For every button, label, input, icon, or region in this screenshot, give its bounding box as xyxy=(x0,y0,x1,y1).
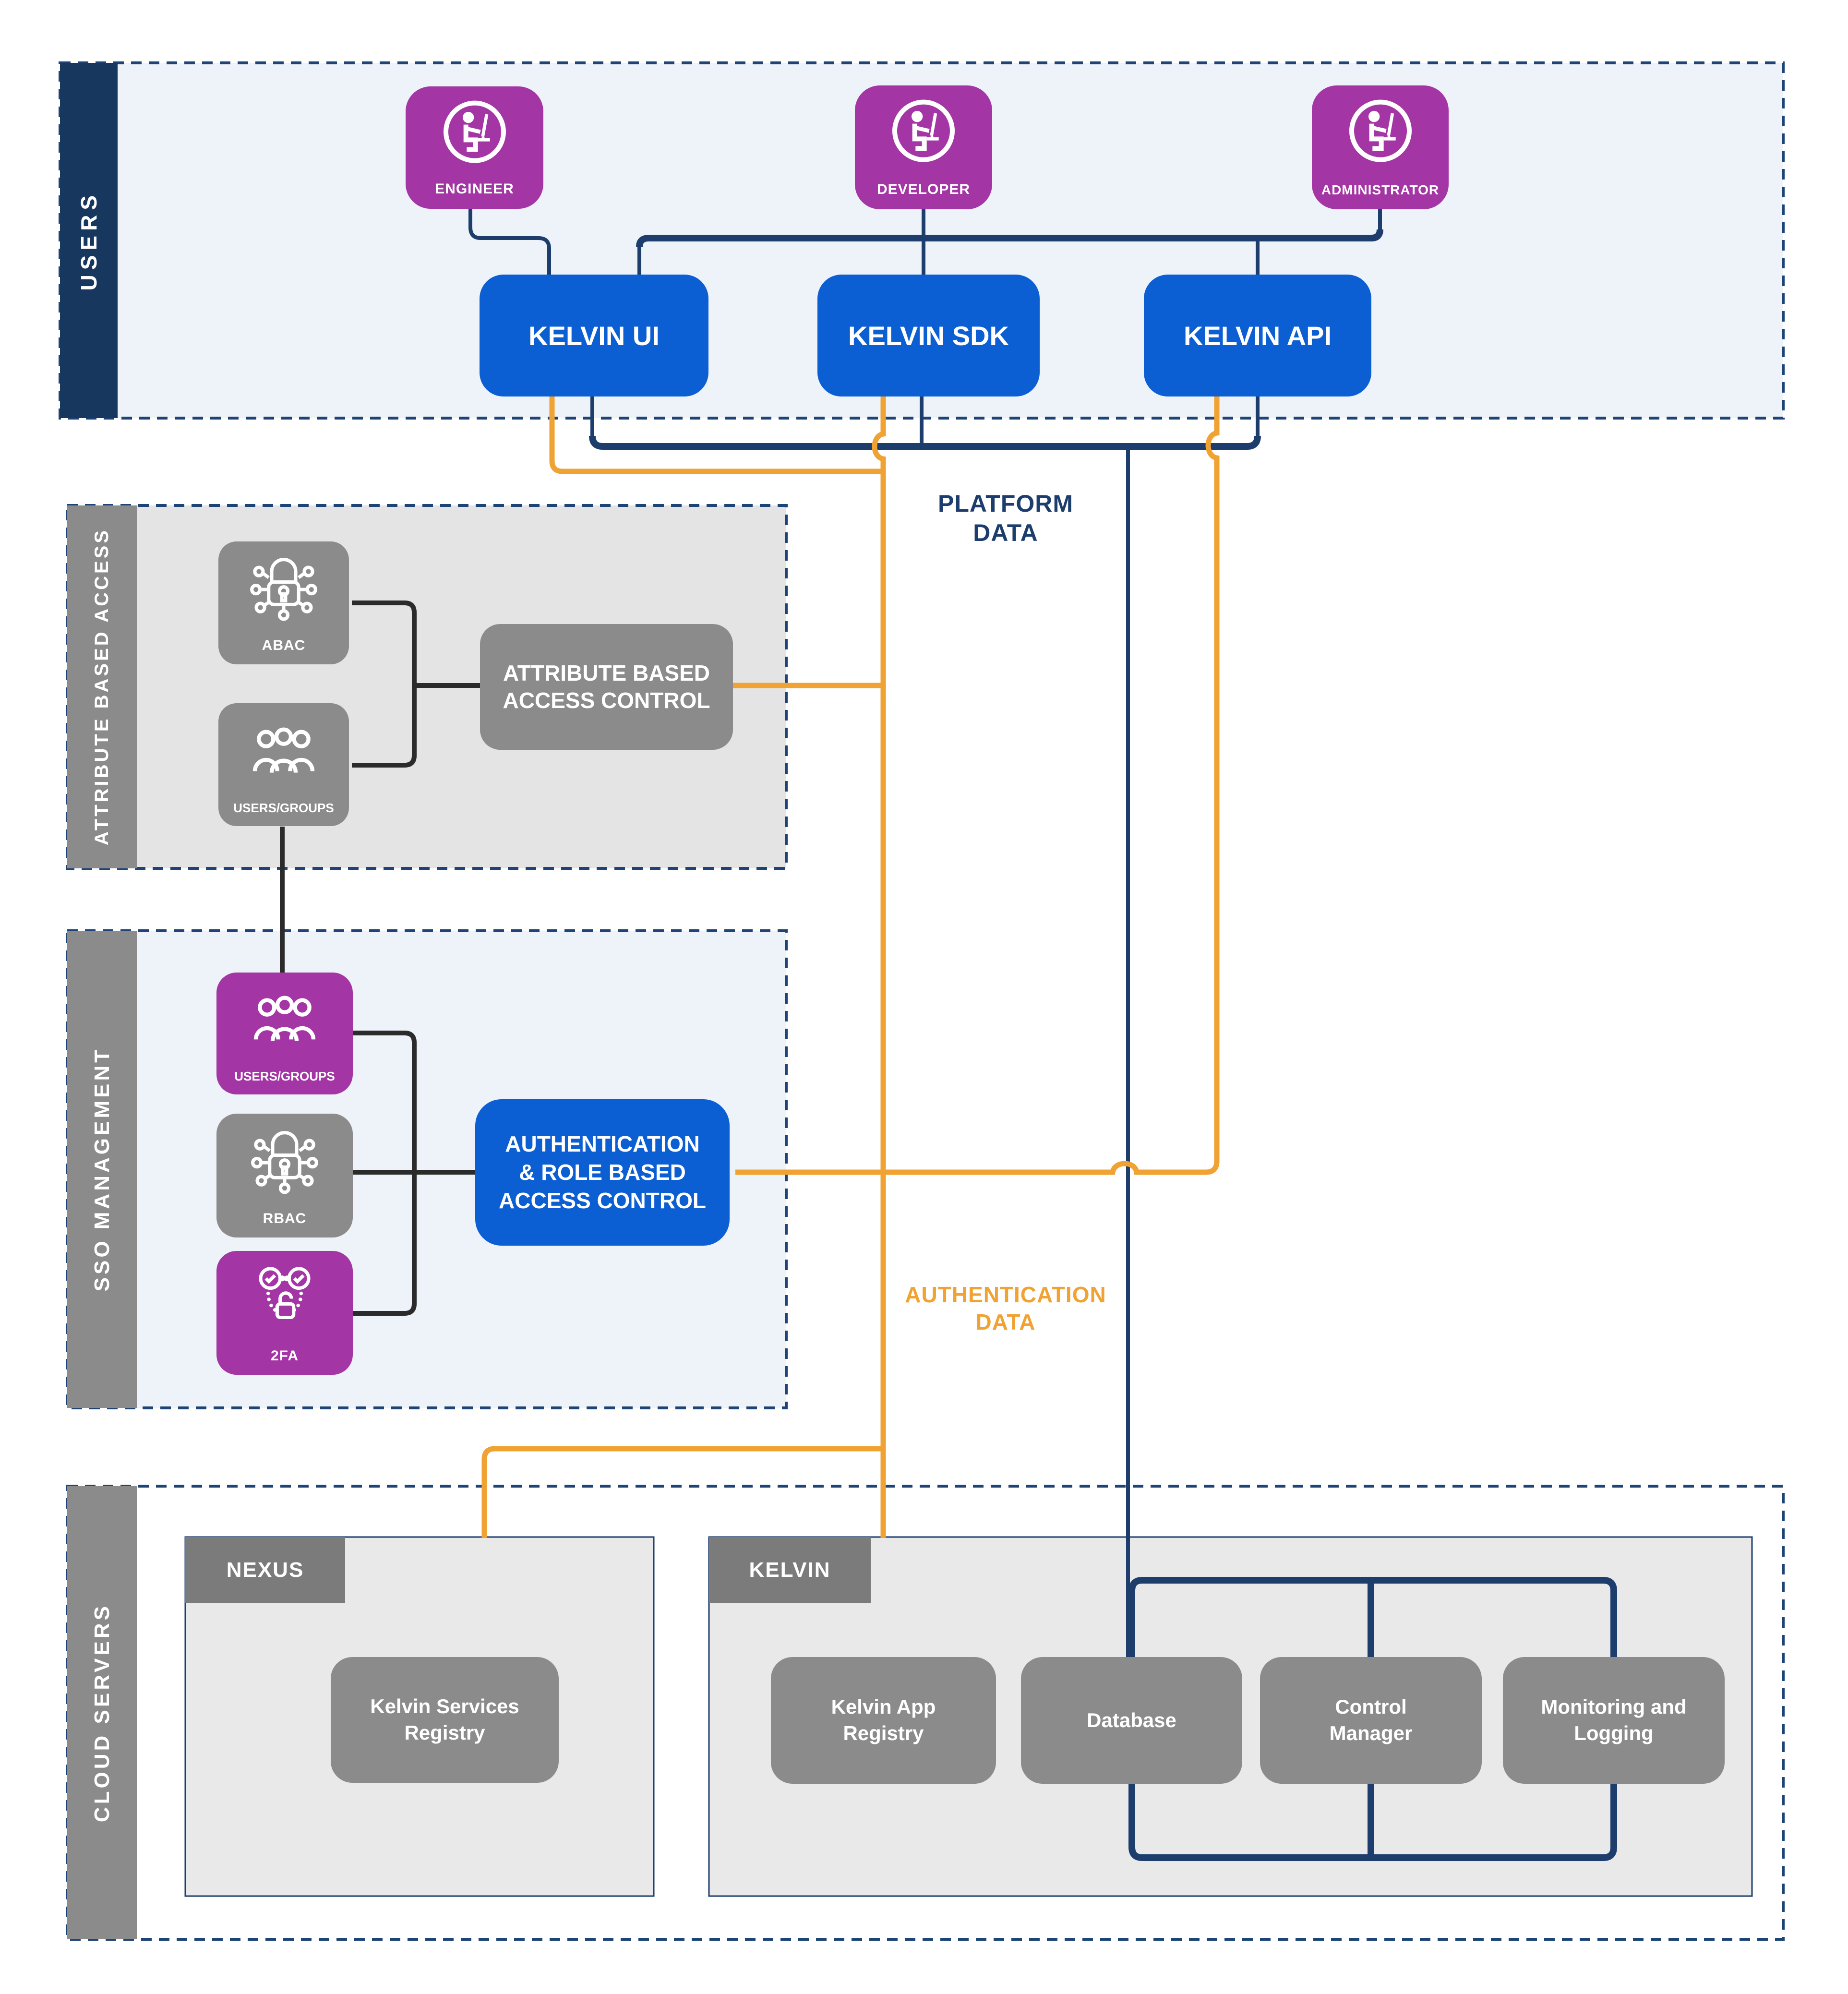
people-group-icon xyxy=(218,726,349,784)
kelvin-api-label: KELVIN API xyxy=(1183,320,1332,351)
abac-label: ABAC xyxy=(262,637,306,653)
control-manager-box: Control Manager xyxy=(1260,1657,1482,1784)
kelvin-tab: KELVIN xyxy=(709,1537,871,1603)
nexus-tab: NEXUS xyxy=(185,1537,345,1603)
persona-engineer: ENGINEER xyxy=(406,86,543,209)
control-manager-label: Control Manager xyxy=(1329,1695,1413,1744)
attribute-based-access-control-box: ATTRIBUTE BASED ACCESS CONTROL xyxy=(480,624,733,750)
kelvin-ui-label: KELVIN UI xyxy=(528,320,660,351)
sidebar-attribute-based-access: ATTRIBUTE BASED ACCESS xyxy=(67,505,137,868)
monitoring-logging-box: Monitoring and Logging xyxy=(1503,1657,1725,1784)
kelvin-tab-label: KELVIN xyxy=(749,1558,831,1582)
abac-node: ABAC xyxy=(218,541,349,664)
rbac-label: RBAC xyxy=(263,1211,307,1226)
people-group-icon xyxy=(216,995,353,1052)
two-factor-node: 2FA xyxy=(216,1251,353,1375)
kelvin-sdk-label: KELVIN SDK xyxy=(848,320,1009,351)
platform-data-text: PLATFORM DATA xyxy=(937,490,1074,546)
monitoring-logging-label: Monitoring and Logging xyxy=(1541,1695,1687,1744)
authentication-rbac-label: AUTHENTICATION & ROLE BASED ACCESS CONTR… xyxy=(499,1131,706,1213)
kelvin-api-box: KELVIN API xyxy=(1144,275,1371,396)
attribute-based-access-control-label: ATTRIBUTE BASED ACCESS CONTROL xyxy=(503,660,710,713)
two-factor-icon xyxy=(216,1263,353,1335)
authentication-data-flow-label: AUTHENTICATION DATA xyxy=(886,1254,1126,1336)
rbac-node: RBAC xyxy=(216,1114,353,1237)
persona-developer-label: DEVELOPER xyxy=(876,181,971,197)
persona-engineer-label: ENGINEER xyxy=(435,181,514,197)
authentication-data-text: AUTHENTICATION DATA xyxy=(905,1282,1106,1335)
kelvin-services-registry-box: Kelvin Services Registry xyxy=(331,1657,559,1783)
sidebar-users: USERS xyxy=(60,63,118,418)
lock-network-icon xyxy=(216,1125,353,1197)
person-at-computer-icon xyxy=(1312,94,1449,171)
two-factor-label: 2FA xyxy=(270,1348,299,1364)
kelvin-app-registry-box: Kelvin App Registry xyxy=(771,1657,996,1784)
person-at-computer-icon xyxy=(855,94,992,171)
persona-developer: DEVELOPER xyxy=(855,85,992,209)
sidebar-cloud-label: CLOUD SERVERS xyxy=(90,1603,114,1823)
kelvin-ui-box: KELVIN UI xyxy=(480,275,708,396)
sidebar-cloud-servers: CLOUD SERVERS xyxy=(67,1486,137,1939)
person-at-computer-icon xyxy=(406,95,543,172)
sidebar-users-label: USERS xyxy=(76,190,101,291)
kelvin-app-registry-label: Kelvin App Registry xyxy=(831,1695,936,1744)
kelvin-sdk-box: KELVIN SDK xyxy=(817,275,1040,396)
platform-data-flow-label: PLATFORM DATA xyxy=(912,460,1099,548)
sidebar-attribute-label: ATTRIBUTE BASED ACCESS xyxy=(91,528,112,846)
attribute-users-groups-node: USERS/GROUPS xyxy=(218,703,349,826)
lock-network-icon xyxy=(218,552,349,624)
kelvin-services-registry-label: Kelvin Services Registry xyxy=(370,1695,519,1744)
attribute-users-groups-label: USERS/GROUPS xyxy=(233,801,334,815)
persona-administrator-label: ADMINISTRATOR xyxy=(1321,182,1440,197)
sidebar-sso-label: SSO MANAGEMENT xyxy=(90,1047,114,1292)
persona-administrator: ADMINISTRATOR xyxy=(1312,85,1449,209)
nexus-tab-label: NEXUS xyxy=(226,1558,304,1582)
database-label: Database xyxy=(1087,1709,1176,1731)
database-box: Database xyxy=(1021,1657,1242,1784)
sidebar-sso-management: SSO MANAGEMENT xyxy=(67,931,137,1408)
authentication-rbac-box: AUTHENTICATION & ROLE BASED ACCESS CONTR… xyxy=(475,1099,730,1246)
sso-users-groups-label: USERS/GROUPS xyxy=(234,1069,335,1083)
sso-users-groups-node: USERS/GROUPS xyxy=(216,973,353,1094)
